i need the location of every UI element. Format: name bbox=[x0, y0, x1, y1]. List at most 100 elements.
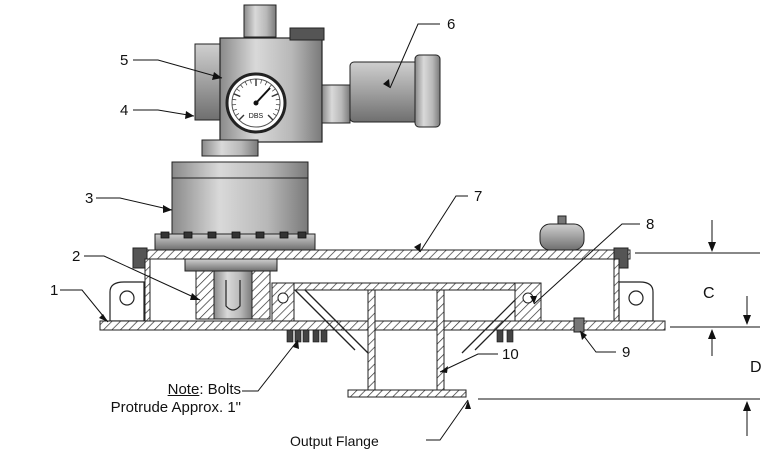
gauge-tick bbox=[232, 98, 237, 101]
callout-4: 4 bbox=[120, 102, 128, 119]
cover-assembly bbox=[132, 215, 631, 322]
leader-8 bbox=[533, 223, 640, 305]
gauge-tick bbox=[275, 98, 280, 101]
protruding-bolt bbox=[302, 329, 310, 343]
bolt-note-label: Note bbox=[167, 381, 200, 398]
hub-top-flange bbox=[289, 282, 541, 291]
cover-plate-end-left bbox=[132, 247, 148, 269]
gauge-tick bbox=[271, 93, 279, 98]
lifting-lug-left-hole bbox=[119, 290, 135, 306]
gauge-tick bbox=[267, 114, 274, 121]
output-flange bbox=[347, 389, 467, 398]
pressure-gauge: DBS bbox=[225, 72, 287, 134]
output-flange-caption: Output Flange bbox=[290, 433, 379, 449]
base-plate bbox=[99, 320, 666, 331]
gauge-tick bbox=[235, 113, 240, 116]
flange-bolt-head bbox=[231, 231, 241, 239]
flange-bolt-head bbox=[183, 231, 193, 239]
gauge-tick bbox=[233, 93, 241, 98]
leader-note bbox=[242, 339, 299, 392]
drive-pinion bbox=[184, 258, 278, 320]
callout-10: 10 bbox=[502, 346, 519, 363]
callout-1: 1 bbox=[50, 282, 58, 299]
gauge-tick bbox=[238, 114, 245, 121]
leader-1 bbox=[60, 289, 109, 323]
hub-cone-left-inner bbox=[304, 289, 369, 354]
pinion-left-bearing bbox=[195, 270, 215, 320]
motor-neck bbox=[201, 139, 259, 157]
protruding-bolt bbox=[286, 329, 294, 343]
leader-9 bbox=[579, 330, 616, 353]
pinion-housing bbox=[184, 258, 278, 272]
protruding-bolt bbox=[312, 329, 320, 343]
callout-5: 5 bbox=[120, 52, 128, 69]
bolt-note-line1: Note: Bolts bbox=[111, 381, 241, 399]
leader-7 bbox=[419, 195, 468, 253]
output-tube-right-wall bbox=[436, 289, 445, 391]
gauge-tick bbox=[233, 108, 238, 111]
gauge-tick bbox=[268, 84, 272, 89]
callout-8: 8 bbox=[646, 216, 654, 233]
callout-numbers: 1 2 3 4 5 6 7 8 9 10 bbox=[50, 16, 654, 363]
callout-2: 2 bbox=[72, 248, 80, 265]
motor-top-cap bbox=[243, 4, 277, 38]
gauge-hub bbox=[253, 100, 259, 106]
callout-7: 7 bbox=[474, 188, 482, 205]
flange-bolts bbox=[160, 231, 307, 239]
gauge-tick bbox=[264, 81, 268, 86]
leader-10 bbox=[439, 353, 498, 373]
pinion-shaft-slot bbox=[225, 280, 241, 311]
leader-output-flange bbox=[426, 399, 469, 441]
protruding-bolt bbox=[506, 329, 514, 343]
drain-plug-body bbox=[573, 317, 585, 333]
protruding-bolt bbox=[496, 329, 504, 343]
callout-6: 6 bbox=[447, 16, 455, 33]
gauge-tick bbox=[250, 79, 252, 84]
gauge-label: DBS bbox=[249, 113, 264, 120]
gearbox bbox=[154, 161, 316, 251]
gauge-tick bbox=[271, 88, 276, 92]
gauge-tick bbox=[236, 88, 241, 92]
gauge-tick bbox=[260, 79, 262, 84]
leader-2 bbox=[84, 255, 201, 301]
motor-head bbox=[194, 4, 441, 157]
motor-left-plate bbox=[194, 43, 223, 121]
slew-ball-left bbox=[277, 292, 289, 304]
leader-arrowheads bbox=[99, 72, 587, 409]
drain-plug bbox=[573, 317, 585, 333]
actuator-end-cap bbox=[414, 54, 441, 128]
flange-bolt-head bbox=[160, 231, 170, 239]
dimension-label-c: C bbox=[703, 285, 715, 302]
flange-bolt-head bbox=[279, 231, 289, 239]
gauge-tick bbox=[240, 84, 244, 89]
leader-6 bbox=[389, 23, 440, 89]
pinion-right-bearing bbox=[251, 270, 271, 320]
pinion-gear bbox=[213, 270, 253, 320]
bolt-note-line1-rest: : Bolts bbox=[199, 381, 241, 398]
housing-wall-left bbox=[144, 258, 151, 322]
base-bolts bbox=[286, 329, 514, 343]
flange-bolt-head bbox=[255, 231, 265, 239]
lifting-lug-right-hole bbox=[628, 290, 644, 306]
bolt-note: Note: Bolts Protrude Approx. 1" bbox=[111, 381, 241, 417]
flange-bolt-head bbox=[207, 231, 217, 239]
callout-9: 9 bbox=[622, 344, 630, 361]
protruding-bolt bbox=[320, 329, 328, 343]
leader-4 bbox=[133, 109, 195, 117]
base-assembly bbox=[99, 281, 666, 331]
gauge-needle bbox=[255, 87, 271, 104]
terminal-strip bbox=[289, 27, 325, 41]
output-tube-left-wall bbox=[367, 289, 376, 391]
cover-plate bbox=[134, 249, 631, 260]
gearbox-top-ring bbox=[171, 161, 309, 179]
hub-cone-left-outer bbox=[294, 289, 356, 351]
gauge-tick bbox=[274, 108, 279, 111]
leader-5 bbox=[133, 59, 223, 79]
flange-bolt-head bbox=[297, 231, 307, 239]
leader-lines bbox=[60, 23, 640, 441]
bolt-note-line2: Protrude Approx. 1" bbox=[110, 399, 241, 416]
dimension-arrowheads bbox=[708, 242, 751, 411]
gauge-ticks bbox=[232, 79, 280, 121]
housing-wall-right bbox=[613, 258, 620, 322]
